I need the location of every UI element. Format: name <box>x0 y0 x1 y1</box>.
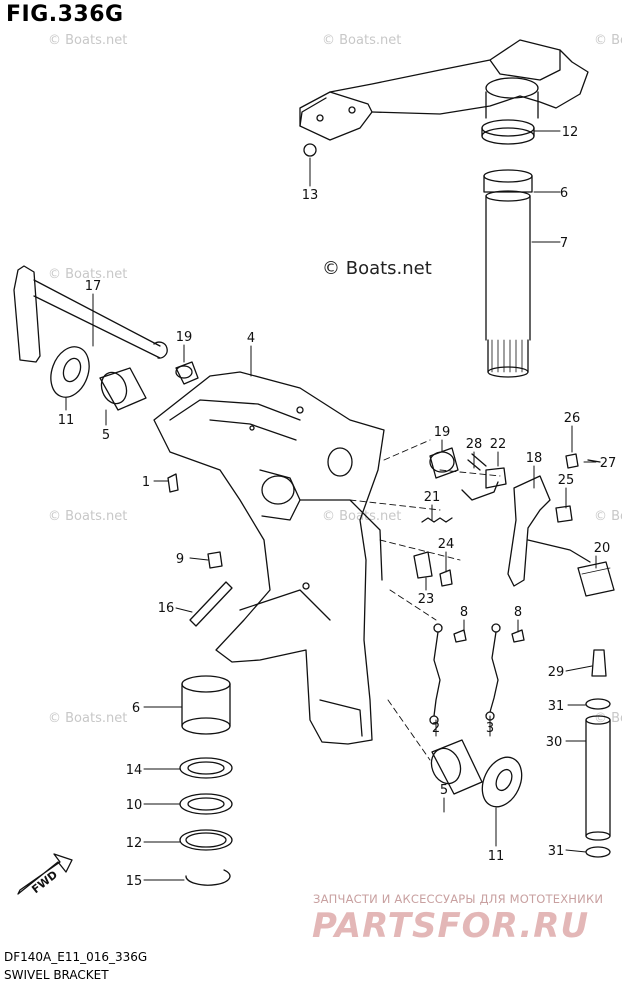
callout-label: 21 <box>424 490 441 505</box>
callout-label: 22 <box>490 437 507 452</box>
steering-bracket <box>299 39 589 157</box>
ground-leads <box>429 623 525 725</box>
callout-label: 28 <box>466 437 483 452</box>
callout-label: 30 <box>546 735 563 750</box>
callout-label: 9 <box>176 552 184 567</box>
callout-label: 10 <box>126 798 143 813</box>
watermark-faint: © Boats.net <box>594 33 622 48</box>
watermark-faint: © Boats.net <box>48 509 127 524</box>
callout-label: 12 <box>126 836 143 851</box>
tilt-lock-group <box>413 447 507 587</box>
figure-title: FIG.336G <box>6 2 124 27</box>
callout-label: 11 <box>58 413 75 428</box>
callout-label: 6 <box>132 701 140 716</box>
forward-arrow: FWD <box>17 853 73 896</box>
shop-logo: PARTSFOR.RU <box>312 906 590 946</box>
watermark-faint: © Boats.net <box>322 33 401 48</box>
tilt-rod <box>13 265 168 363</box>
watermark-faint: © Boats.net <box>594 509 622 524</box>
callout-label: 5 <box>440 783 448 798</box>
tilt-lever-group <box>507 453 615 597</box>
watermark-faint: © Boats.net <box>594 711 622 726</box>
diagram-name: SWIVEL BRACKET <box>4 968 109 982</box>
callout-label: 15 <box>126 874 143 889</box>
callout-label: 16 <box>158 601 175 616</box>
watermark-faint: © Boats.net <box>48 267 127 282</box>
callout-label: 4 <box>247 331 255 346</box>
callout-label: 24 <box>438 537 455 552</box>
watermark-main: © Boats.net <box>322 258 432 279</box>
shop-tagline: ЗАПЧАСТИ И АКСЕССУАРЫ ДЛЯ МОТОТЕХНИКИ <box>313 892 604 906</box>
callout-label: 31 <box>548 844 565 859</box>
right-bush-washer <box>430 739 523 808</box>
callout-label: 26 <box>564 411 581 426</box>
callout-label: 3 <box>486 721 494 736</box>
callout-label: 7 <box>560 236 568 251</box>
callout-label: 5 <box>102 428 110 443</box>
callout-label: 25 <box>558 473 575 488</box>
callout-label: 8 <box>460 605 468 620</box>
callout-label: 12 <box>562 125 579 140</box>
callout-label: 27 <box>600 456 617 471</box>
callout-label: 14 <box>126 763 143 778</box>
cable-holder <box>189 551 233 627</box>
assembly-lines <box>349 439 501 761</box>
callout-label: 20 <box>594 541 611 556</box>
swivel-bracket <box>153 371 385 745</box>
callout-label: 2 <box>432 721 440 736</box>
callout-label: 17 <box>85 279 102 294</box>
callout-label: 19 <box>434 425 451 440</box>
callout-label: 11 <box>488 849 505 864</box>
callout-label: 19 <box>176 330 193 345</box>
callout-label: 6 <box>560 186 568 201</box>
leader-lines <box>65 130 597 881</box>
trim-rod <box>585 649 611 858</box>
callout-label: 8 <box>514 605 522 620</box>
grease-nipple <box>167 473 179 493</box>
watermark-faint: © Boats.net <box>48 711 127 726</box>
diagram-code: DF140A_E11_016_336G <box>4 950 148 964</box>
left-washer-bush <box>50 346 199 411</box>
steering-shaft <box>481 119 535 378</box>
callout-label: 31 <box>548 699 565 714</box>
watermark-faint: © Boats.net <box>48 33 127 48</box>
callout-label: 18 <box>526 451 543 466</box>
callout-label: 13 <box>302 188 319 203</box>
callout-label: 23 <box>418 592 435 607</box>
lower-bush-rings <box>179 675 233 886</box>
callout-label: 29 <box>548 665 565 680</box>
callout-label: 1 <box>142 475 150 490</box>
